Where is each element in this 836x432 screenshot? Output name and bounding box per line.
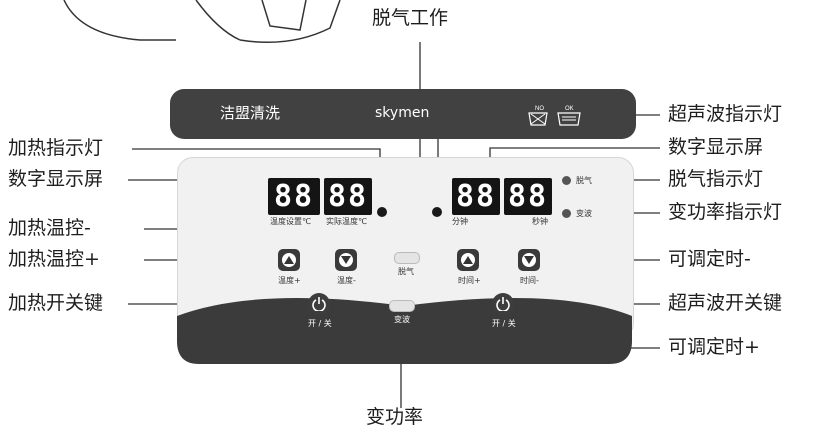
- callout-degas-indicator: 脱气指示灯: [668, 168, 764, 190]
- ok-label: OK: [565, 106, 574, 112]
- power-icon: [496, 297, 510, 311]
- callout-timer-plus: 可调定时+: [668, 336, 760, 358]
- callout-display-left: 数字显示屏: [8, 168, 104, 190]
- ultrasonic-onoff-label: 开 / 关: [492, 319, 516, 328]
- no-label: NO: [535, 106, 544, 112]
- ultrasonic-power-button[interactable]: [492, 293, 514, 315]
- freq-led-label: 变波: [576, 209, 592, 218]
- degas-button[interactable]: [394, 252, 420, 264]
- time-minus-label: 时间-: [520, 276, 539, 285]
- display-temp-set: 88: [268, 178, 320, 215]
- display-seconds: 88: [504, 178, 552, 215]
- label-temp-set: 温度设置℃: [270, 217, 311, 226]
- callout-heat-temp-minus: 加热温控-: [8, 217, 91, 239]
- callout-freq-indicator: 变功率指示灯: [668, 201, 783, 223]
- ultrasonic-indicator-led: [432, 207, 442, 217]
- time-plus-label: 时间+: [458, 276, 481, 285]
- time-minus-button[interactable]: [518, 249, 540, 271]
- bottom-band: [177, 298, 632, 364]
- label-seconds: 秒钟: [532, 217, 548, 226]
- label-minutes: 分钟: [452, 217, 468, 226]
- display-temp-actual: 88: [324, 178, 372, 215]
- temp-plus-button[interactable]: [278, 249, 300, 271]
- temp-plus-label: 温度+: [278, 276, 301, 285]
- callout-heat-indicator: 加热指示灯: [8, 137, 104, 159]
- callout-display-right: 数字显示屏: [668, 136, 764, 158]
- degas-led-label: 脱气: [576, 176, 592, 185]
- callout-degas-work: 脱气工作: [372, 7, 449, 29]
- time-plus-button[interactable]: [457, 249, 479, 271]
- display-minutes: 88: [452, 178, 500, 215]
- degas-indicator-led: [562, 176, 571, 185]
- brand-logo: skymen: [375, 105, 430, 121]
- label-temp-actual: 实际温度℃: [326, 217, 367, 226]
- callout-heat-switch: 加热开关键: [8, 292, 104, 314]
- heat-power-button[interactable]: [308, 293, 330, 315]
- heat-onoff-label: 开 / 关: [308, 319, 332, 328]
- degas-button-label: 脱气: [398, 267, 414, 276]
- power-icon: [312, 297, 326, 311]
- washing-icons: NO OK: [528, 106, 581, 126]
- freq-button[interactable]: [389, 300, 415, 312]
- heat-indicator-led: [377, 207, 387, 217]
- freq-indicator-led: [562, 209, 571, 218]
- callout-variable-power: 变功率: [366, 406, 424, 428]
- callout-heat-temp-plus: 加热温控+: [8, 248, 100, 270]
- brand-bar: 洁盟清洗 skymen NO OK: [170, 89, 636, 139]
- temp-minus-label: 温度-: [337, 276, 356, 285]
- callout-timer-minus: 可调定时-: [668, 248, 751, 270]
- callout-ultrasonic-switch: 超声波开关键: [668, 292, 783, 314]
- brand-name: 洁盟清洗: [220, 104, 281, 122]
- freq-button-label: 变波: [394, 315, 410, 324]
- callout-ultrasonic-indicator: 超声波指示灯: [668, 103, 783, 125]
- temp-minus-button[interactable]: [335, 249, 357, 271]
